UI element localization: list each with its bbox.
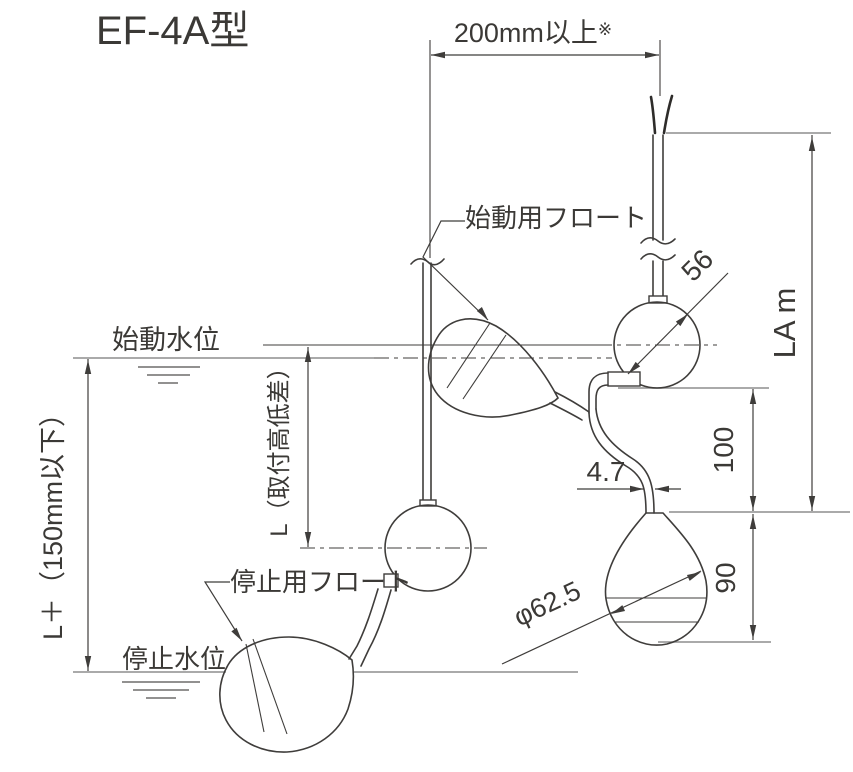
hanging-teardrop-float bbox=[604, 512, 708, 646]
arrowhead bbox=[749, 515, 757, 529]
ball-bottom-fitting bbox=[607, 371, 641, 387]
cable-s-curve-inner bbox=[360, 589, 392, 667]
arrowhead bbox=[231, 627, 242, 641]
extension-lines bbox=[618, 132, 850, 643]
dim-90-label: 90 bbox=[710, 562, 741, 593]
stop-float-label: 停止用フロート bbox=[230, 567, 412, 597]
stop-water-surface-mark bbox=[122, 681, 200, 699]
arrowhead bbox=[655, 485, 669, 493]
cable-flange bbox=[648, 295, 668, 304]
arrowhead bbox=[749, 390, 757, 404]
arrowhead bbox=[675, 314, 688, 327]
stop-water-level-label: 停止水位 bbox=[122, 644, 226, 674]
arrowhead bbox=[808, 137, 816, 151]
dim-200-label: 200mm以上※ bbox=[454, 18, 612, 48]
arrowhead bbox=[749, 625, 757, 639]
page-title: EF-4A型 bbox=[96, 9, 249, 53]
float-stripe bbox=[462, 334, 507, 400]
arrowhead bbox=[304, 348, 312, 362]
dim-l150-label: L＋（150mm以下） bbox=[38, 400, 68, 640]
bare-wire-left bbox=[649, 95, 657, 135]
arrowheads bbox=[84, 51, 816, 670]
cable-s-curve-inner bbox=[595, 408, 655, 514]
arrowhead bbox=[749, 496, 757, 510]
middle-unit bbox=[219, 258, 472, 753]
note-mark: ※ bbox=[598, 20, 612, 39]
start-float-label: 始動用フロート bbox=[465, 203, 647, 233]
float-stripe bbox=[245, 643, 265, 733]
cable-break-squiggle bbox=[640, 253, 676, 261]
start-water-surface-mark bbox=[138, 366, 200, 384]
cable-elbow-inner bbox=[595, 384, 609, 410]
center-lines bbox=[263, 344, 717, 549]
float-tail-cable bbox=[549, 402, 583, 421]
start-water-level-label: 始動水位 bbox=[112, 325, 220, 355]
dim-56-label: 56 bbox=[675, 243, 719, 287]
bare-wire-right bbox=[662, 94, 674, 135]
middle-ball-float bbox=[384, 504, 472, 592]
arrowhead bbox=[611, 605, 626, 614]
ball-bottom-fitting bbox=[383, 573, 399, 588]
float-stripe bbox=[252, 638, 288, 735]
cable-s-curve-outer bbox=[348, 588, 379, 660]
arrowhead bbox=[645, 51, 659, 59]
start-float-leader bbox=[422, 220, 489, 321]
upper-ball-float bbox=[613, 301, 701, 389]
dim-200-value: 200mm以上 bbox=[454, 18, 598, 48]
cable-break-squiggle bbox=[640, 237, 676, 245]
arrowhead bbox=[628, 361, 641, 374]
arrowhead bbox=[630, 485, 644, 493]
float-stripe bbox=[446, 322, 491, 389]
dimension-lines bbox=[87, 40, 813, 671]
arrowhead bbox=[84, 360, 92, 374]
start-float-tilted bbox=[427, 318, 590, 421]
arrowhead bbox=[476, 306, 488, 320]
arrowhead bbox=[304, 532, 312, 546]
right-unit bbox=[588, 94, 708, 646]
cable-s-curve-outer bbox=[588, 412, 647, 514]
dim-phi625-line bbox=[501, 570, 702, 665]
stop-float-body bbox=[219, 636, 355, 753]
dim-phi625-label: φ62.5 bbox=[509, 575, 585, 632]
float-tail-cable bbox=[554, 391, 590, 413]
arrowhead bbox=[808, 496, 816, 510]
cable-elbow-outer bbox=[588, 372, 609, 414]
dim-la-label: LA m bbox=[767, 288, 802, 359]
water-level-lines bbox=[73, 357, 578, 673]
dim-l-label: L（取付高低差） bbox=[266, 355, 293, 536]
arrowhead bbox=[686, 572, 701, 581]
stop-float-leader bbox=[203, 581, 243, 642]
dim-100-label: 100 bbox=[708, 427, 739, 474]
cable-flange bbox=[419, 499, 437, 507]
arrowhead bbox=[431, 51, 445, 59]
dim-47-label: 4.7 bbox=[587, 456, 626, 487]
arrowhead bbox=[84, 656, 92, 670]
start-float-body bbox=[427, 318, 559, 418]
